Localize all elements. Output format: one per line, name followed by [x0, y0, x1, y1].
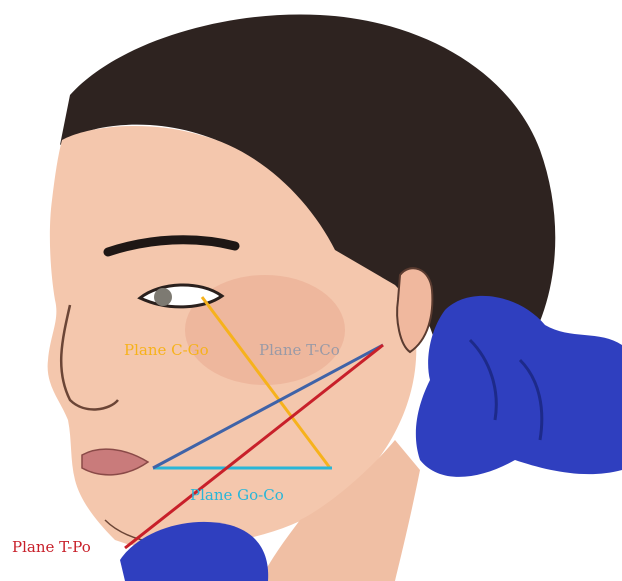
- glove-hand-right: [416, 296, 622, 477]
- ear: [397, 268, 432, 352]
- plane-c-go-label: Plane C-Go: [124, 341, 209, 359]
- iris: [154, 288, 172, 306]
- plane-t-co-label: Plane T-Co: [259, 341, 340, 359]
- plane-t-po-label: Plane T-Po: [12, 538, 91, 556]
- plane-go-co-label: Plane Go-Co: [190, 486, 284, 504]
